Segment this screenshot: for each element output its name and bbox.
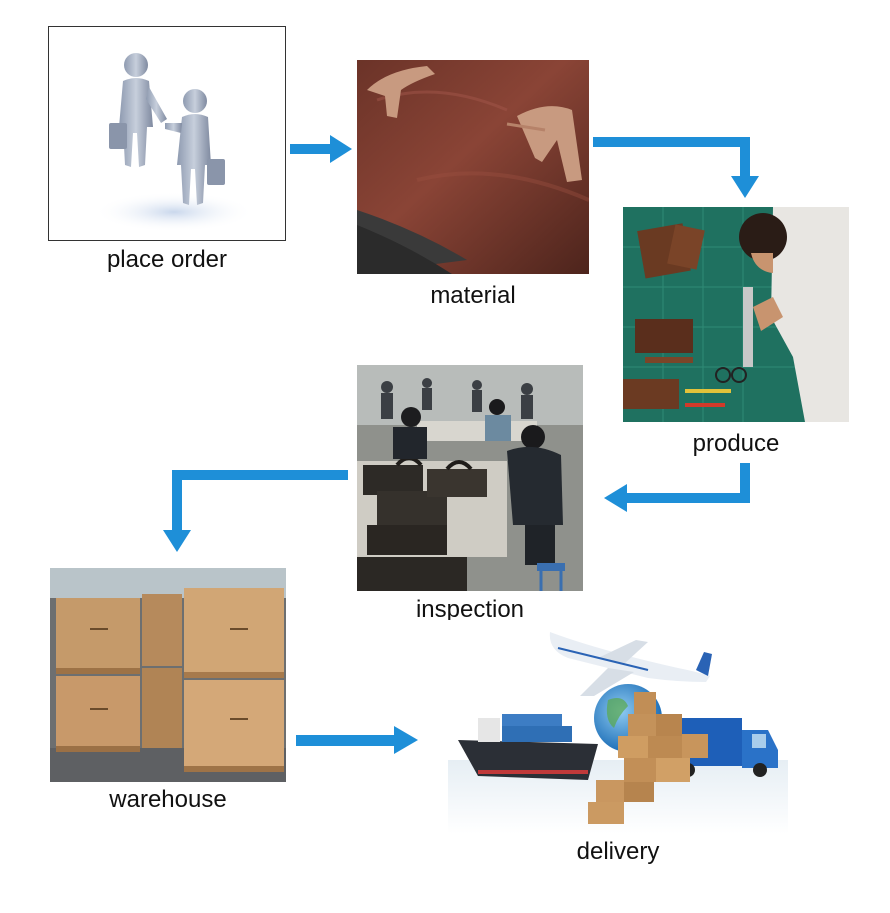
arrow-warehouse-to-delivery [296,726,418,754]
delivery-label: delivery [576,838,660,865]
handshake-figures-icon [94,53,254,232]
warehouse-label: warehouse [109,786,227,813]
inspection-image [357,365,583,591]
factory-workers-photo [357,365,583,591]
ship-icon [458,714,598,780]
parcel-boxes-icon [588,692,708,824]
produce-image [623,207,849,422]
place-order-label: place order [106,246,228,273]
arrow-inspection-to-warehouse [163,470,348,552]
cardboard-boxes-photo [50,568,286,782]
material-image [357,60,589,274]
place-order-image [48,26,286,241]
leather-cutting-photo [623,207,849,422]
material-label: material [430,282,516,309]
plane-ship-truck-globe-icon [448,632,788,834]
arrow-order-to-material [290,135,352,163]
inspection-label: inspection [415,596,525,623]
arrow-produce-to-inspection [604,463,750,512]
produce-label: produce [692,430,780,457]
arrow-material-to-produce [593,137,759,198]
warehouse-image [50,568,286,782]
leather-hide-photo [357,60,589,274]
delivery-image [448,620,788,834]
airplane-icon [549,632,712,696]
